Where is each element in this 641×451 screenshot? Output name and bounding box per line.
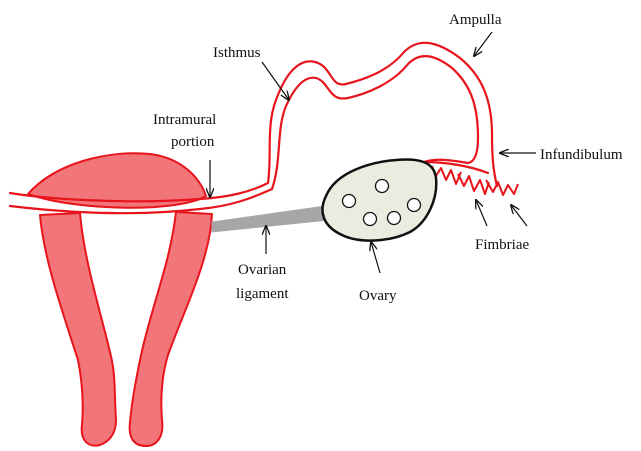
ovarian-ligament [212,206,328,232]
label-isthmus: Isthmus [213,45,261,61]
label-intramural: Intramural [153,112,216,128]
label-ovarian-ligament: ligament [236,286,289,302]
label-ovarian: Ovarian [238,262,287,278]
ovary [322,160,436,241]
label-fimbriae: Fimbriae [475,237,529,253]
label-intramural-portion: portion [171,134,215,150]
label-infundibulum: Infundibulum [540,147,623,163]
uterus-left-wall [40,213,116,446]
label-ovary: Ovary [359,288,397,304]
fimbriae [432,166,518,195]
label-ampulla: Ampulla [449,12,502,28]
uterus-right-wall [130,212,212,446]
